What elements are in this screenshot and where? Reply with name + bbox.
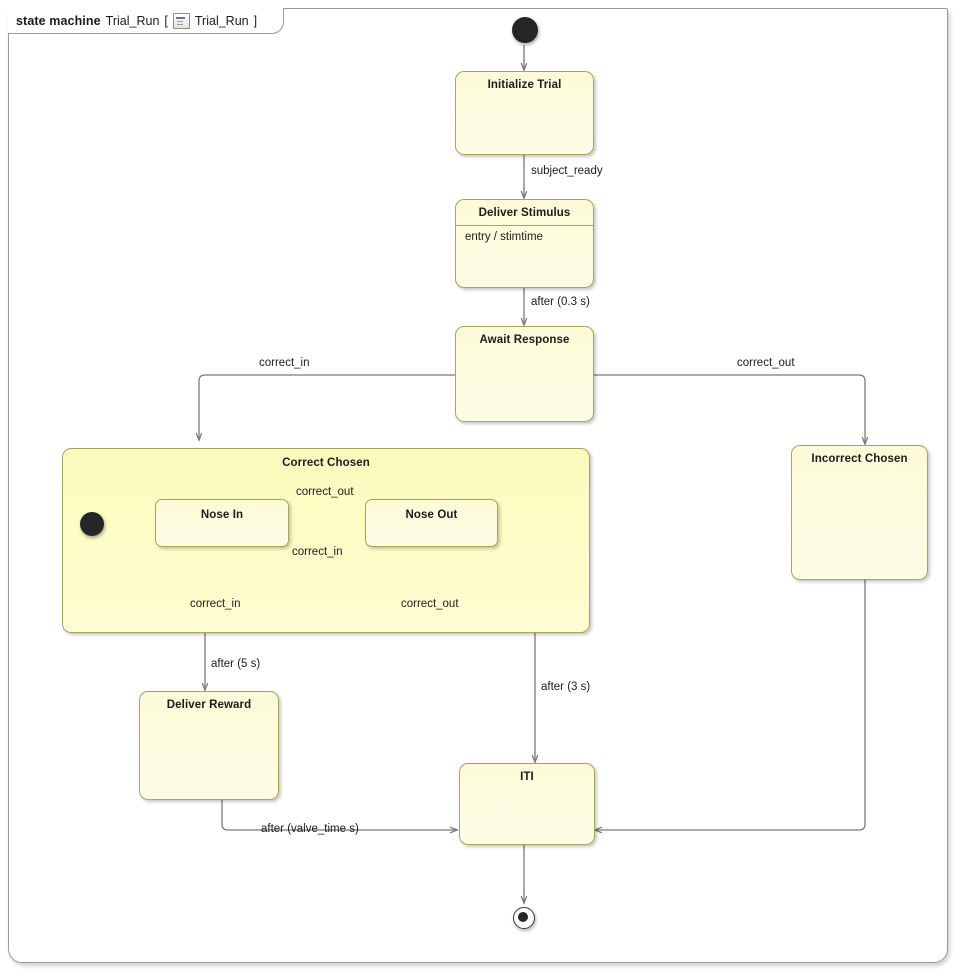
initial-pseudostate-correct-chosen bbox=[80, 512, 104, 536]
state-initialize-trial[interactable]: Initialize Trial bbox=[455, 71, 594, 155]
state-correct-chosen[interactable]: Correct Chosen bbox=[62, 448, 590, 633]
state-title: ITI bbox=[520, 771, 534, 783]
state-deliver-reward[interactable]: Deliver Reward bbox=[139, 691, 279, 800]
frame-keyword: state machine bbox=[16, 13, 101, 28]
state-incorrect-chosen[interactable]: Incorrect Chosen bbox=[791, 445, 928, 580]
state-title: Incorrect Chosen bbox=[811, 453, 908, 465]
compartment-separator bbox=[456, 225, 593, 226]
state-title: Initialize Trial bbox=[487, 79, 562, 91]
state-title: Nose In bbox=[200, 509, 244, 521]
state-title: Correct Chosen bbox=[282, 457, 370, 469]
edge-label-nose-out-to-iti: after (3 s) bbox=[541, 681, 591, 693]
frame-bracket-open: [ bbox=[164, 13, 168, 28]
diagram-frame-header[interactable]: state machine Trial_Run [ Trial_Run ] bbox=[8, 8, 285, 34]
edge-label-stimulus-to-await: after (0.3 s) bbox=[531, 296, 590, 308]
state-title: Deliver Reward bbox=[166, 699, 252, 711]
frame-bracket-close: ] bbox=[253, 13, 258, 28]
edge-label-nose-out-to-nose-in: correct_in bbox=[292, 546, 343, 558]
edge-label-correct-to-reward: after (5 s) bbox=[211, 658, 261, 670]
state-await-response[interactable]: Await Response bbox=[455, 326, 594, 422]
state-deliver-stimulus[interactable]: Deliver Stimulus entry / stimtime bbox=[455, 199, 594, 288]
state-nose-in[interactable]: Nose In bbox=[155, 499, 289, 547]
state-title: Nose Out bbox=[405, 509, 458, 521]
edge-label-nose-out-self: correct_out bbox=[401, 598, 459, 610]
edge-label-nose-in-to-nose-out: correct_out bbox=[296, 486, 354, 498]
frame-name: Trial_Run bbox=[105, 13, 160, 28]
frame-inner-name: Trial_Run bbox=[194, 13, 249, 28]
edge-label-await-to-correct: correct_in bbox=[259, 357, 310, 369]
state-machine-icon bbox=[172, 12, 190, 29]
state-title: Await Response bbox=[479, 334, 570, 346]
state-iti[interactable]: ITI bbox=[459, 763, 595, 845]
state-title: Deliver Stimulus bbox=[478, 207, 571, 219]
edge-label-nose-in-self: correct_in bbox=[190, 598, 241, 610]
edge-label-reward-to-iti: after (valve_time s) bbox=[261, 823, 359, 835]
entry-action: entry / stimtime bbox=[465, 231, 543, 243]
edge-label-await-to-incorrect: correct_out bbox=[737, 357, 795, 369]
edge-label-initialize-to-stimulus: subject_ready bbox=[531, 165, 603, 177]
final-state bbox=[513, 907, 535, 929]
initial-pseudostate bbox=[512, 17, 538, 43]
state-nose-out[interactable]: Nose Out bbox=[365, 499, 498, 547]
